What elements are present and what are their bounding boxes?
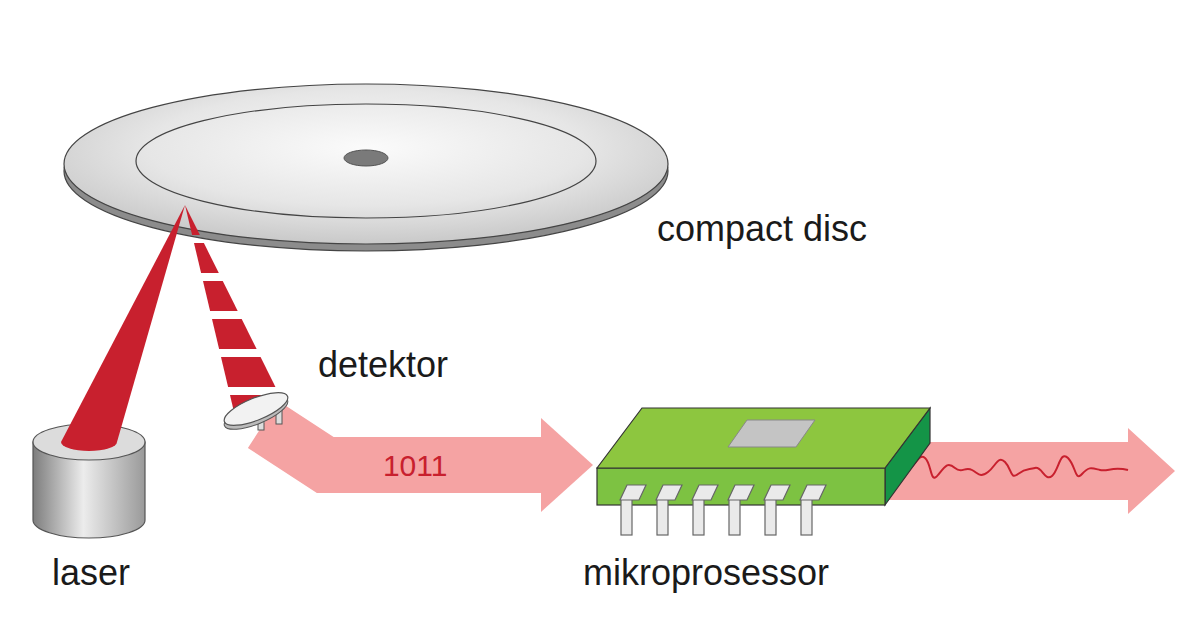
detector-shape xyxy=(220,393,292,435)
chip-pin-leg xyxy=(765,499,776,535)
chip-pin-tab xyxy=(800,485,826,500)
chip-pin-tab xyxy=(692,485,718,500)
chip-pin-leg xyxy=(657,499,668,535)
laser-top xyxy=(33,424,145,460)
disc-hole xyxy=(344,150,388,166)
compact-disc: compact disc xyxy=(63,78,669,253)
part-label: compact disc xyxy=(657,208,867,249)
reflected-beam xyxy=(185,205,279,410)
microprocessor-chip-shape xyxy=(597,405,932,540)
chip-die xyxy=(728,420,815,447)
laser-unit: laser xyxy=(30,420,148,545)
audio-waveform xyxy=(905,456,1128,478)
microprocessor-chip: mikroprosessor xyxy=(597,405,932,540)
connector-group xyxy=(61,205,185,451)
chip-pin-leg xyxy=(693,499,704,535)
compact-disc-shape xyxy=(63,78,669,253)
chip-front-face xyxy=(597,468,885,505)
part-label: laser xyxy=(52,552,130,593)
chip-pin-tab xyxy=(656,485,682,500)
detector-face xyxy=(220,386,291,432)
chip-pin-tab xyxy=(728,485,754,500)
chip-top-face xyxy=(597,408,930,468)
part-label: detektor xyxy=(318,344,448,385)
disc-surface xyxy=(64,84,668,244)
chip-pin-leg xyxy=(801,499,812,535)
laser-beam xyxy=(61,205,185,451)
chip-pin-tab xyxy=(764,485,790,500)
connector-group xyxy=(185,205,279,410)
connector-group xyxy=(263,418,593,512)
part-label: mikroprosessor xyxy=(583,552,829,593)
bit-sequence: 1011 xyxy=(383,448,448,481)
detector: detektor xyxy=(220,393,292,435)
chip-pin-leg xyxy=(729,499,740,535)
arrowhead xyxy=(541,418,593,512)
laser-unit-shape xyxy=(30,420,148,545)
chip-pin-leg xyxy=(621,499,632,535)
disc-inner-ring xyxy=(136,104,596,218)
chip-pin-tab xyxy=(620,485,646,500)
